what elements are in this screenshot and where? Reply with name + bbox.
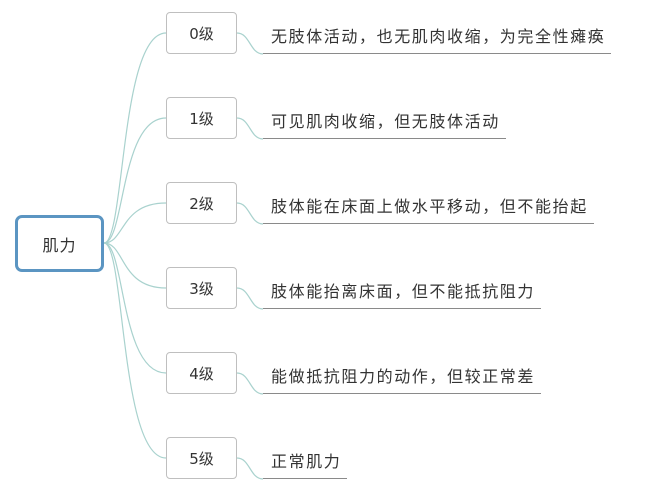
level-description-text: 正常肌力 [271, 452, 342, 471]
connector-level-to-description-5 [236, 457, 264, 480]
level-description-text: 无肢体活动，也无肌肉收缩，为完全性瘫痪 [271, 27, 606, 46]
level-node-5[interactable]: 5级 [166, 437, 237, 479]
connector-level-to-description-4 [236, 372, 264, 395]
level-node-3[interactable]: 3级 [166, 267, 237, 309]
root-node-muscle-strength[interactable]: 肌力 [15, 215, 104, 272]
level-description-text: 肢体能在床面上做水平移动，但不能抬起 [271, 197, 588, 216]
connector-root-to-level-5 [103, 242, 167, 459]
level-node-4[interactable]: 4级 [166, 352, 237, 394]
level-description-0[interactable]: 无肢体活动，也无肌肉收缩，为完全性瘫痪 [263, 12, 612, 54]
level-node-label: 4级 [189, 364, 214, 383]
connector-root-to-level-2 [103, 202, 167, 244]
connector-root-to-level-0 [103, 32, 167, 244]
level-description-1[interactable]: 可见肌肉收缩，但无肢体活动 [263, 97, 506, 139]
level-description-text: 可见肌肉收缩，但无肢体活动 [271, 112, 500, 131]
level-node-2[interactable]: 2级 [166, 182, 237, 224]
level-description-4[interactable]: 能做抵抗阻力的动作，但较正常差 [263, 352, 542, 394]
level-node-0[interactable]: 0级 [166, 12, 237, 54]
level-description-text: 肢体能抬离床面，但不能抵抗阻力 [271, 282, 536, 301]
level-node-label: 5级 [189, 449, 214, 468]
level-node-1[interactable]: 1级 [166, 97, 237, 139]
connector-root-to-level-4 [103, 242, 167, 374]
level-node-label: 2级 [189, 194, 214, 213]
root-node-label: 肌力 [42, 235, 77, 255]
connector-root-to-level-3 [103, 242, 167, 289]
connector-level-to-description-2 [236, 202, 264, 225]
level-node-label: 1级 [189, 109, 214, 128]
level-description-5[interactable]: 正常肌力 [263, 437, 348, 479]
level-node-label: 3级 [189, 279, 214, 298]
level-description-text: 能做抵抗阻力的动作，但较正常差 [271, 367, 536, 386]
connector-level-to-description-3 [236, 287, 264, 310]
level-description-2[interactable]: 肢体能在床面上做水平移动，但不能抬起 [263, 182, 594, 224]
level-node-label: 0级 [189, 24, 214, 43]
level-description-3[interactable]: 肢体能抬离床面，但不能抵抗阻力 [263, 267, 542, 309]
connector-level-to-description-0 [236, 32, 264, 55]
connector-level-to-description-1 [236, 117, 264, 140]
connector-root-to-level-1 [103, 117, 167, 244]
